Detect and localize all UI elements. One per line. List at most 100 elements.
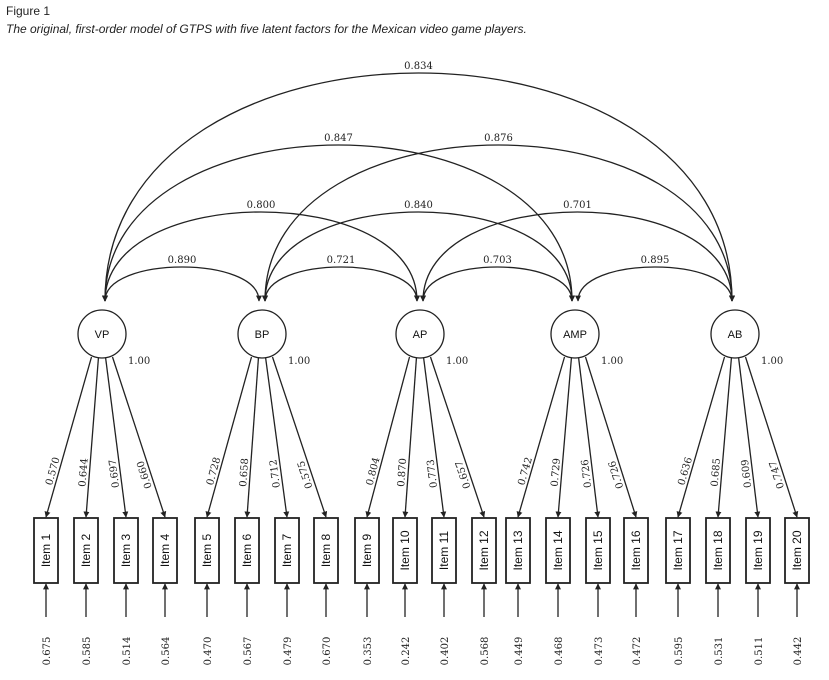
item-13-error-label: 0.449 [514, 637, 525, 666]
observed-items [33, 517, 810, 584]
item-15-loading-path [577, 356, 601, 518]
item-13-box [505, 517, 531, 584]
item-17-error-label: 0.595 [674, 637, 685, 666]
item-16-loading-path [584, 356, 638, 518]
item-9-loading-label: 0.804 [365, 456, 383, 487]
item-19-label: Item 19 [751, 530, 765, 570]
item-6-loading-label: 0.658 [238, 458, 251, 487]
factor-ab-label: AB [728, 329, 743, 341]
factor-bp-variance: 1.00 [288, 356, 310, 367]
item-17-box [665, 517, 691, 584]
correlation-arc-ap-amp [420, 266, 575, 302]
correlation-arc-ap-ab [420, 211, 735, 302]
item-18-loading-path [715, 356, 733, 518]
item-15-box [585, 517, 611, 584]
correlation-arc-vp-amp [102, 144, 575, 302]
item-6-loading-path [244, 356, 260, 518]
item-13-loading-label: 0.742 [516, 456, 535, 487]
factor-ap-variance: 1.00 [446, 356, 468, 367]
item-20-loading-label: 0.747 [768, 459, 787, 490]
correlation-label-vp-amp: 0.847 [324, 133, 353, 144]
item-15-error-label: 0.473 [594, 637, 605, 666]
factor-amp-label: AMP [563, 329, 587, 341]
item-14-loading-path [555, 356, 573, 518]
item-11-loading-path [422, 356, 447, 518]
item-14-loading-label: 0.729 [550, 458, 563, 487]
item-17-loading-path [676, 356, 726, 518]
item-20-error-label: 0.442 [793, 637, 804, 666]
item-6-box [234, 517, 260, 584]
factor-ap-circle [395, 309, 445, 359]
factor-bp-label: BP [255, 329, 270, 341]
item-9-loading-path [365, 356, 411, 518]
item-3-loading-path [104, 356, 129, 518]
item-16-box [623, 517, 649, 584]
item-7-loading-label: 0.712 [268, 459, 283, 489]
item-3-box [113, 517, 139, 584]
correlation-label-ap-ab: 0.701 [563, 200, 592, 211]
item-17-label: Item 17 [671, 530, 685, 570]
factor-ap-label: AP [413, 329, 428, 341]
item-2-box [73, 517, 99, 584]
item-8-loading-label: 0.575 [296, 459, 315, 490]
item-16-error-label: 0.472 [632, 637, 643, 666]
item-19-loading-path [737, 356, 761, 518]
factor-amp-circle [550, 309, 600, 359]
item-1-loading-label: 0.570 [44, 456, 62, 487]
item-6-error-label: 0.567 [243, 637, 254, 666]
correlation-label-vp-ab: 0.834 [404, 61, 433, 72]
factor-ab-circle [710, 309, 760, 359]
error-paths [43, 583, 800, 617]
item-15-loading-label: 0.726 [580, 459, 594, 489]
item-11-error-label: 0.402 [440, 637, 451, 666]
correlation-arc-bp-amp [262, 211, 575, 302]
item-10-loading-path [402, 356, 418, 518]
item-18-label: Item 18 [711, 530, 725, 570]
item-9-box [354, 517, 380, 584]
correlation-arc-vp-bp [102, 266, 262, 302]
item-19-box [745, 517, 771, 584]
item-9-error-label: 0.353 [363, 637, 374, 666]
figure-label: Figure 1 [6, 4, 51, 18]
correlation-label-bp-ab: 0.876 [484, 133, 513, 144]
loading-paths [44, 356, 799, 518]
item-11-loading-label: 0.773 [426, 459, 441, 489]
correlation-arcs [102, 72, 735, 302]
item-9-label: Item 9 [360, 534, 374, 568]
item-5-loading-label: 0.728 [205, 456, 223, 487]
item-14-box [545, 517, 571, 584]
correlation-label-ap-amp: 0.703 [483, 255, 512, 266]
correlation-arc-vp-ap [102, 211, 420, 302]
factor-vp-circle [77, 309, 127, 359]
item-19-error-label: 0.511 [754, 637, 765, 666]
item-4-box [152, 517, 178, 584]
item-12-label: Item 12 [477, 530, 491, 570]
item-20-box [784, 517, 810, 584]
item-15-label: Item 15 [591, 530, 605, 570]
item-7-error-label: 0.479 [283, 637, 294, 666]
item-1-box [33, 517, 59, 584]
item-5-label: Item 5 [200, 534, 214, 568]
correlation-label-bp-ap: 0.721 [327, 255, 356, 266]
item-8-loading-path [271, 356, 328, 518]
item-5-box [194, 517, 220, 584]
item-1-error-label: 0.675 [42, 637, 53, 666]
item-3-label: Item 3 [119, 534, 133, 568]
correlation-arc-vp-ab [102, 72, 735, 302]
correlation-arc-bp-ap [262, 266, 420, 302]
item-5-loading-path [205, 356, 253, 518]
item-10-error-label: 0.242 [401, 637, 412, 666]
item-8-label: Item 8 [319, 534, 333, 568]
item-2-error-label: 0.585 [82, 637, 93, 666]
item-8-box [313, 517, 339, 584]
item-13-label: Item 13 [511, 530, 525, 570]
factor-bp-circle [237, 309, 287, 359]
factor-amp-variance: 1.00 [601, 356, 623, 367]
item-4-label: Item 4 [158, 534, 172, 568]
correlation-label-bp-amp: 0.840 [404, 200, 433, 211]
item-19-loading-label: 0.609 [740, 459, 754, 489]
item-12-box [471, 517, 497, 584]
item-20-label: Item 20 [790, 530, 804, 570]
item-3-error-label: 0.514 [122, 637, 133, 666]
